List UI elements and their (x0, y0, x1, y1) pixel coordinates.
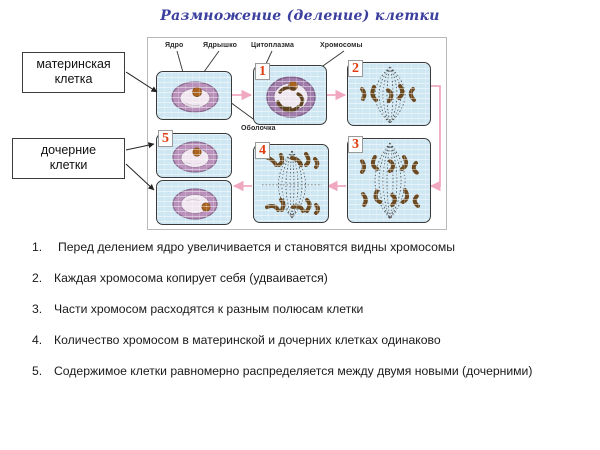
note-number-4: 4. (32, 333, 43, 347)
note-text-2: Каждая хромосома копирует себя (удваивае… (54, 271, 328, 285)
page-title: Размножение (деление) клетки (160, 8, 440, 24)
stage-badge-3: 3 (348, 136, 363, 153)
callout-mother-line2: клетка (54, 72, 93, 86)
stage-panel-2[interactable] (347, 62, 431, 126)
label-nucleolus: Ядрышко (203, 42, 237, 49)
note-text-5: Содержимое клетки равномерно распределяе… (54, 364, 533, 378)
callout-mother-line1: материнская (36, 57, 111, 71)
callout-mother-cell: материнская клетка (22, 52, 125, 93)
label-chromosomes: Хромосомы (320, 42, 363, 49)
note-item-5: 5. Содержимое клетки равномерно распреде… (32, 364, 582, 379)
stage-badge-4: 4 (255, 142, 270, 159)
stage-badge-2: 2 (348, 60, 363, 77)
note-text-3: Части хромосом расходятся к разным полюс… (54, 302, 364, 316)
note-item-3: 3. Части хромосом расходятся к разным по… (32, 302, 582, 317)
note-text-4: Количество хромосом в материнской и доче… (54, 333, 441, 347)
label-cytoplasm: Цитоплазма (251, 42, 294, 49)
note-text-1: Перед делением ядро увеличивается и стан… (58, 240, 456, 254)
note-number-2: 2. (32, 271, 43, 285)
label-membrane: Оболочка (241, 125, 276, 132)
note-item-2: 2. Каждая хромосома копирует себя (удваи… (32, 271, 582, 286)
stage-panel-5-lower[interactable] (156, 180, 232, 225)
note-number-3: 3. (32, 302, 43, 316)
note-number-1: 1. (32, 240, 43, 254)
callout-daughter-line2: клетки (49, 158, 88, 172)
stage-badge-5: 5 (158, 130, 173, 147)
stage-panel-mother[interactable] (156, 71, 232, 120)
note-number-5: 5. (32, 364, 43, 378)
note-item-1: 1. Перед делением ядро увеличивается и с… (32, 240, 582, 255)
explanation-list: 1. Перед делением ядро увеличивается и с… (32, 240, 582, 395)
label-nucleus: Ядро (165, 42, 184, 49)
cell-division-diagram: Ядро Ядрышко Цитоплазма Хромосомы Оболоч… (147, 37, 447, 230)
callout-daughter-cells: дочерние клетки (12, 138, 125, 179)
note-item-4: 4. Количество хромосом в материнской и д… (32, 333, 582, 348)
callout-daughter-line1: дочерние (40, 143, 97, 157)
stage-badge-1: 1 (255, 63, 270, 80)
